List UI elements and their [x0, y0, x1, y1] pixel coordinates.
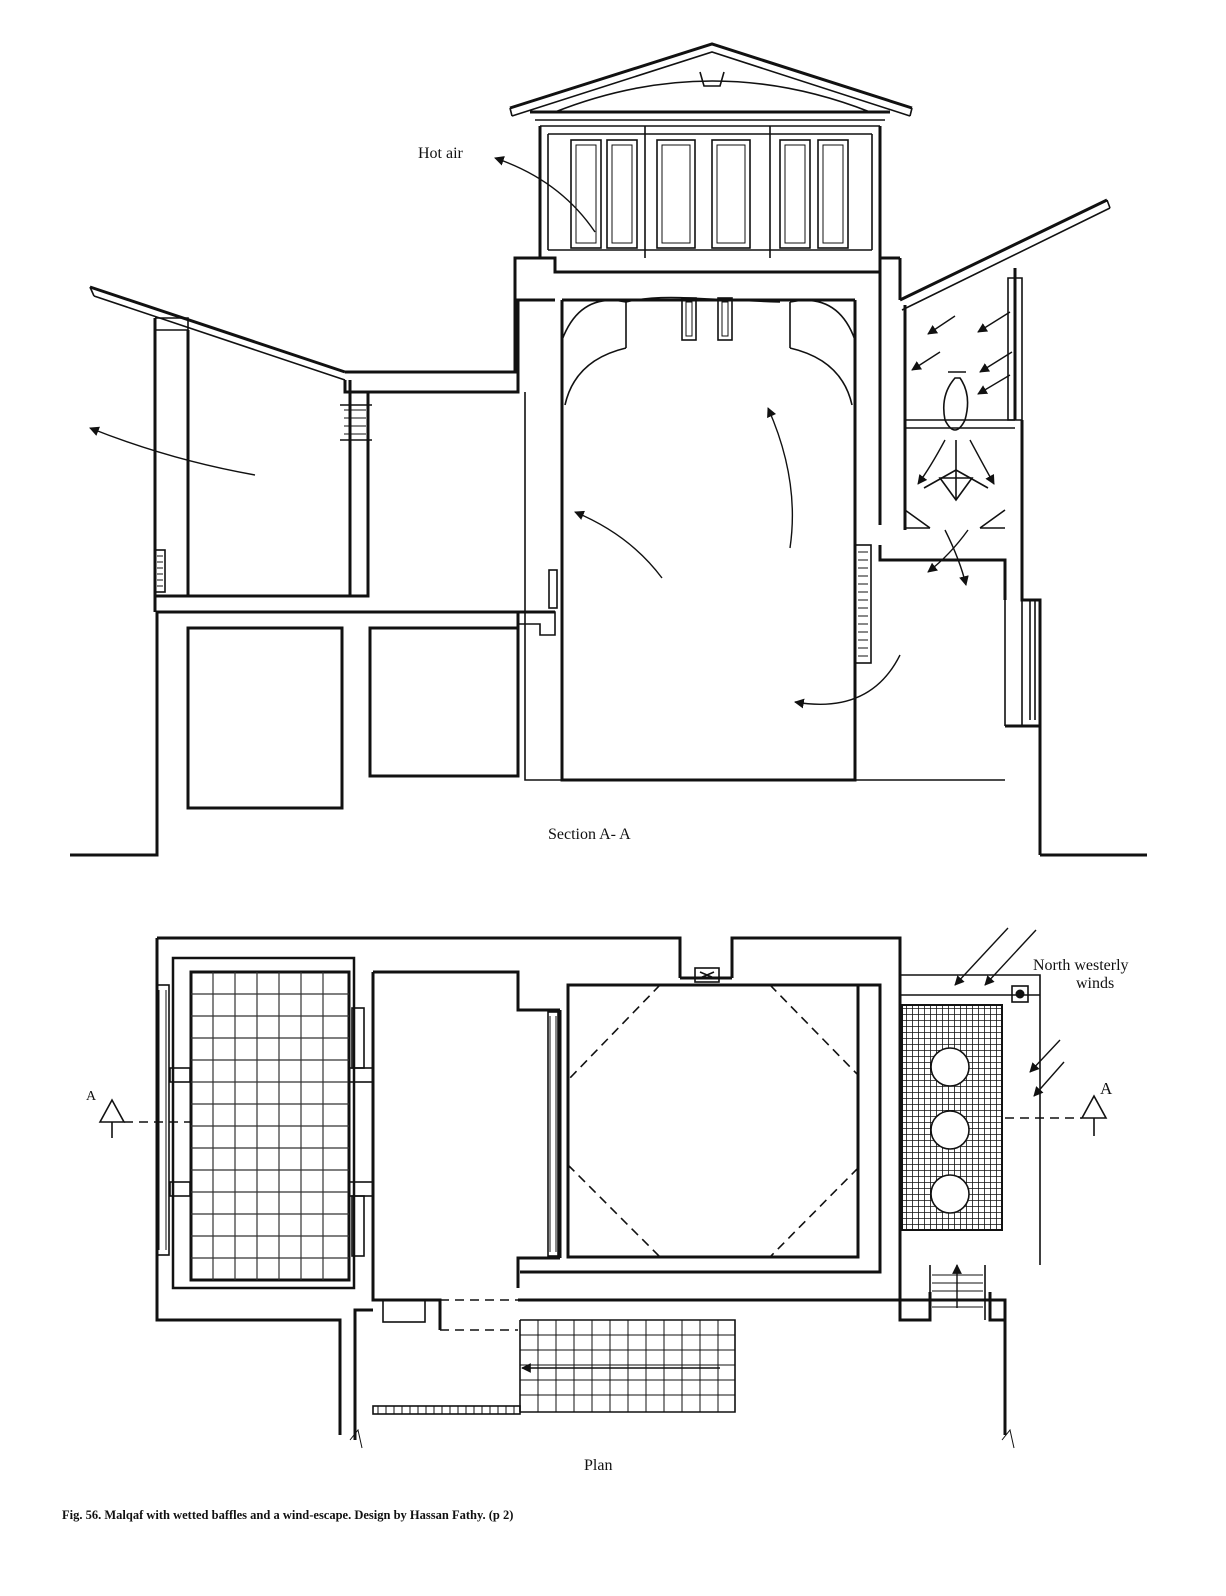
section-drawing: Hot air Section A- A — [70, 42, 1147, 857]
section-marker-right: A — [1100, 1079, 1113, 1098]
section-title: Section A- A — [548, 826, 631, 843]
plan-drawing: A A North westerly winds Plan — [86, 927, 1129, 1474]
plan-title: Plan — [584, 1457, 612, 1474]
wind-label-line1: North westerly — [1033, 957, 1129, 974]
hot-air-label: Hot air — [418, 145, 464, 162]
wind-label-line2: winds — [1076, 975, 1114, 992]
tile-grid — [191, 972, 349, 1280]
figure-caption: Fig. 56. Malqaf with wetted baffles and … — [62, 1508, 514, 1522]
section-marker-left: A — [86, 1089, 97, 1104]
